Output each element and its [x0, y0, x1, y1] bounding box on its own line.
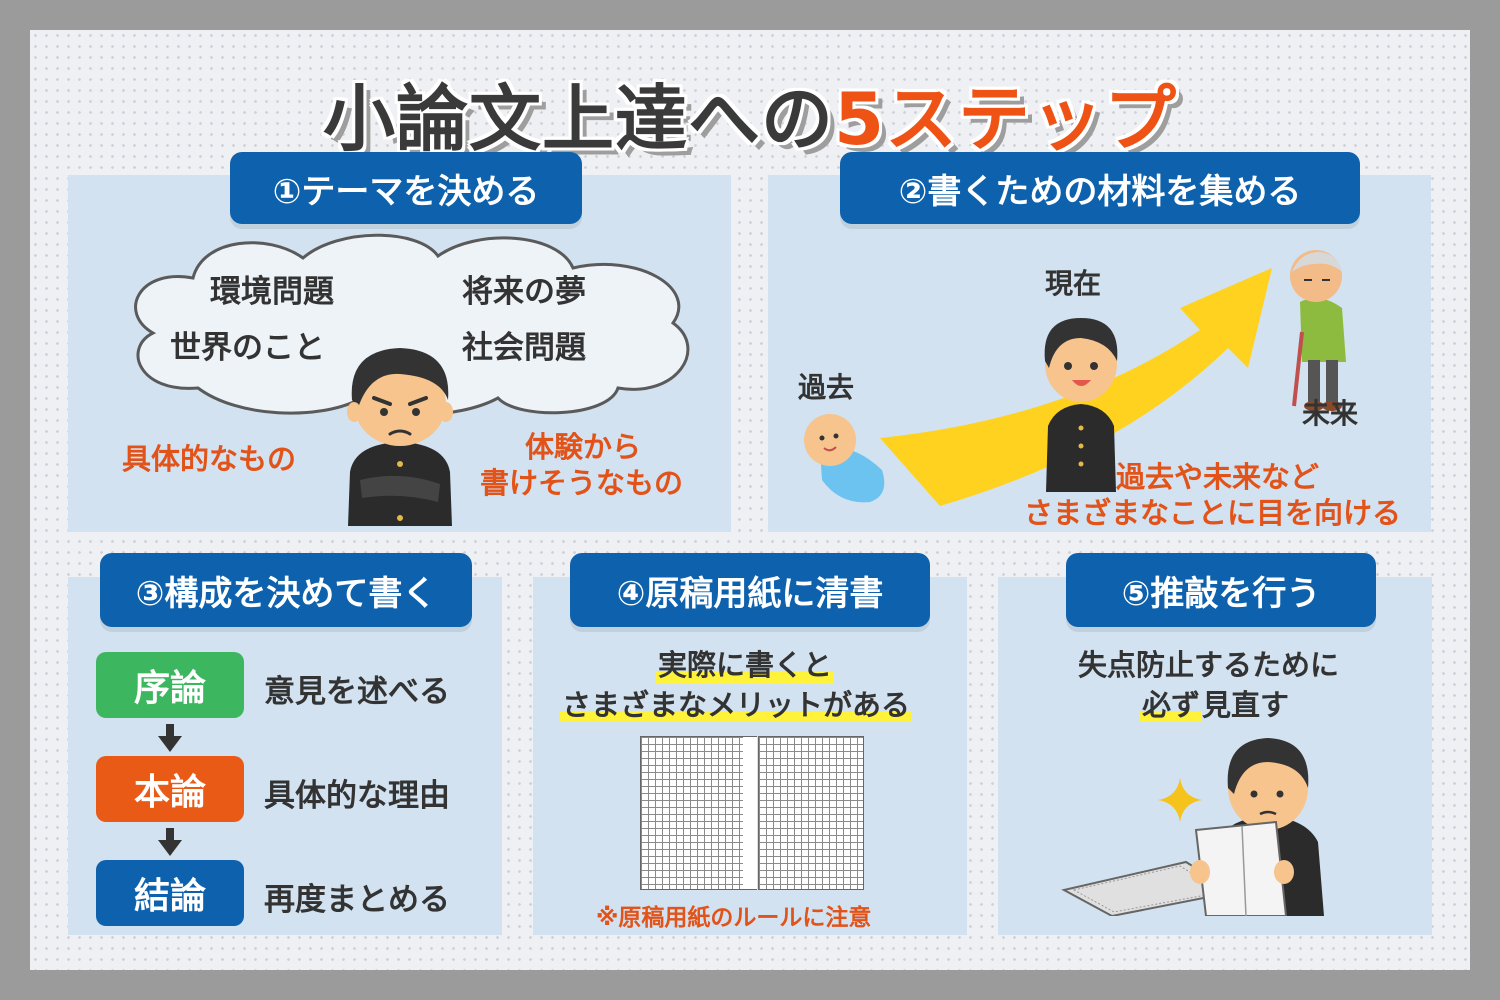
- note-concrete: 具体的なもの: [122, 442, 297, 476]
- step1-tag: ①テーマを決める: [230, 152, 582, 224]
- label-present: 現在: [1045, 267, 1102, 300]
- manuscript-paper-left: [640, 736, 746, 890]
- cloud-item-society: 社会問題: [462, 330, 586, 366]
- student-thinking-illustration: [347, 348, 453, 526]
- student-reviewing-illustration: [1061, 738, 1324, 916]
- step4-tag: ④原稿用紙に清書: [570, 553, 930, 627]
- cloud-item-world: 世界のこと: [170, 330, 325, 366]
- conclusion-description: 再度まとめる: [264, 882, 450, 918]
- cloud-item-environment: 環境問題: [210, 274, 334, 310]
- intro-step: 序論: [96, 652, 244, 718]
- page-title: 小論文上達への5ステップ: [30, 60, 1470, 165]
- intro-description: 意見を述べる: [264, 674, 450, 710]
- label-future: 未来: [1302, 397, 1359, 430]
- highlight-must: 必ず: [1140, 688, 1203, 722]
- arrow-down-icon: [158, 828, 182, 856]
- manuscript-paper-center: [743, 736, 757, 890]
- step4-text-line2: さまざまなメリットがある: [560, 688, 913, 722]
- label-past: 過去: [798, 371, 855, 404]
- step5-text-line1: 失点防止するために: [1078, 648, 1340, 682]
- timeline-arrow: [880, 268, 1272, 506]
- step4-note: ※原稿用紙のルールに注意: [596, 905, 872, 931]
- infographic-frame: 小論文上達への5ステップ ①テーマを決める 環境問題 将来の夢 世界のこと 社会…: [30, 30, 1470, 970]
- arrow-down-icon: [158, 724, 182, 752]
- body-description: 具体的な理由: [264, 778, 450, 814]
- step2-tag: ②書くための材料を集める: [840, 152, 1360, 224]
- title-accent: 5ステップ: [833, 77, 1178, 161]
- note-experience-line2: 書けそうなもの: [480, 466, 684, 500]
- title-main: 小論文上達への: [322, 77, 834, 161]
- step5-text-line2: 必ず見直す: [1140, 688, 1290, 722]
- note-experience-line1: 体験から: [525, 430, 642, 464]
- body-step: 本論: [96, 756, 244, 822]
- conclusion-step: 結論: [96, 860, 244, 926]
- baby-illustration: [804, 414, 885, 503]
- step5-tag: ⑤推敲を行う: [1066, 553, 1376, 627]
- step3-tag: ③構成を決めて書く: [100, 553, 472, 627]
- student-smiling-illustration: [1044, 318, 1118, 492]
- elderly-illustration: [1290, 250, 1346, 411]
- note-past-future-line2: さまざまなことに目を向ける: [1024, 496, 1402, 530]
- sparkle-icon: [1158, 778, 1202, 822]
- manuscript-paper-right: [758, 736, 864, 890]
- note-past-future-line1: 過去や未来など: [1116, 460, 1320, 494]
- cloud-item-dream: 将来の夢: [462, 274, 586, 310]
